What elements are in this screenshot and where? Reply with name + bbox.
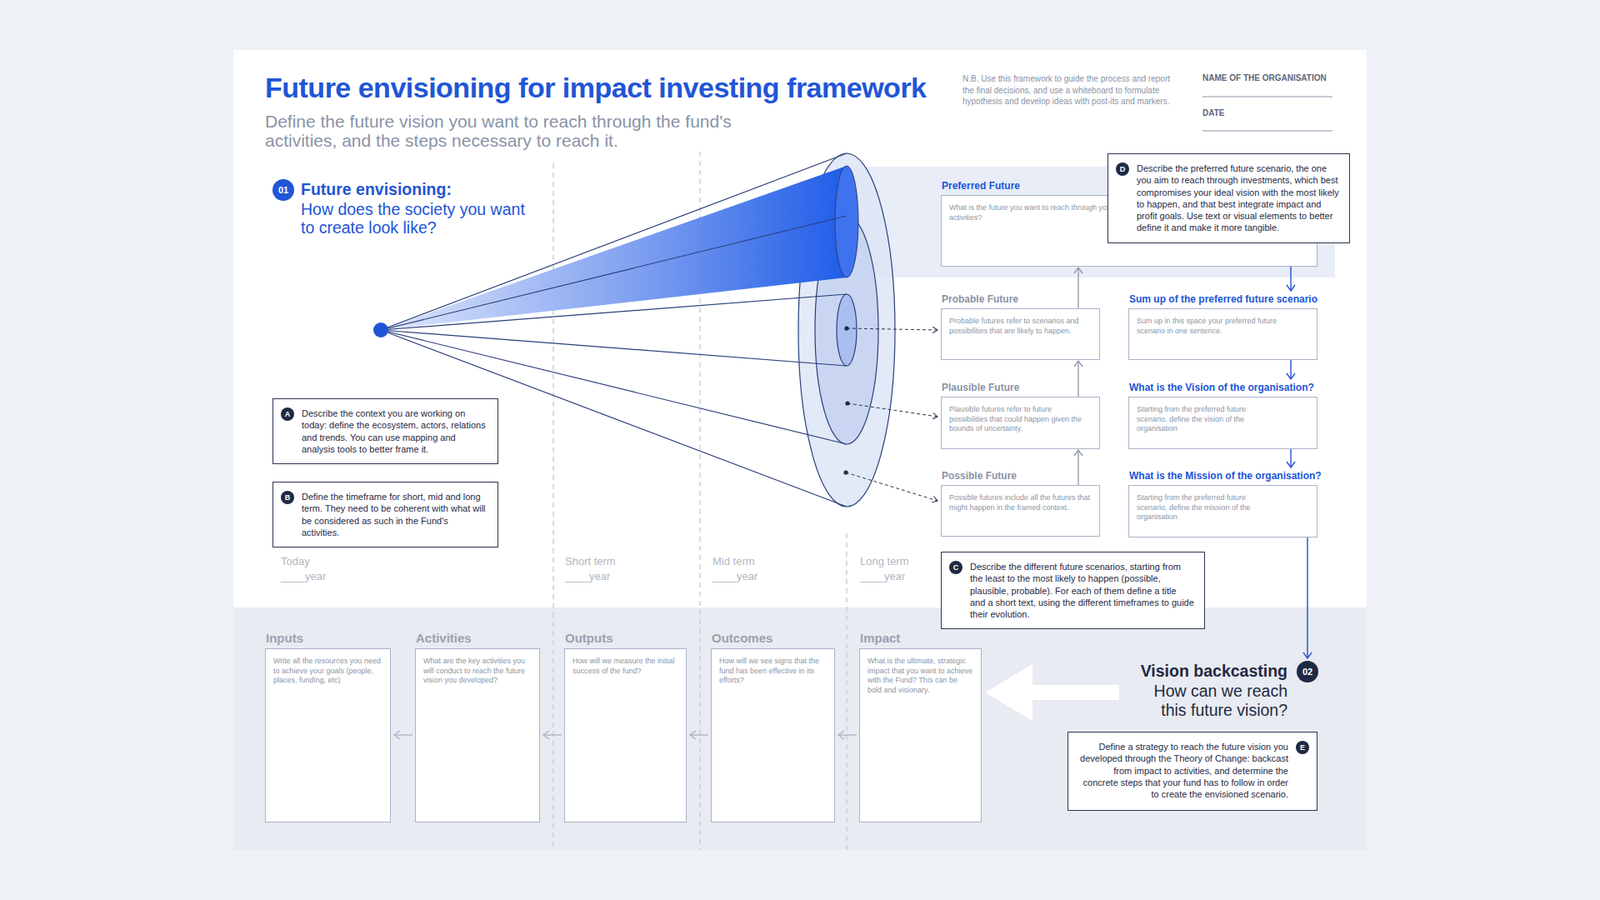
form-line bbox=[1202, 96, 1333, 98]
badge-text: A bbox=[280, 407, 295, 421]
placeholder-text: What are the key activities you will con… bbox=[415, 649, 540, 694]
callout-letter: E bbox=[1295, 740, 1310, 755]
section-heading: Vision backcasting bbox=[1087, 661, 1288, 681]
connector bbox=[1290, 449, 1292, 468]
section-question: How does the society you want to create … bbox=[300, 200, 543, 238]
box-heading: Preferred Future bbox=[941, 180, 1020, 192]
connector bbox=[1290, 360, 1292, 380]
timeline-year: ____year bbox=[860, 570, 905, 583]
placeholder-text: What is the ultimate, strategic impact t… bbox=[860, 649, 981, 704]
section-badge: 01 bbox=[272, 179, 295, 201]
timeline-year: ____year bbox=[712, 570, 758, 583]
callout-letter: A bbox=[280, 407, 295, 421]
timeline-year: ____year bbox=[565, 570, 610, 583]
connector bbox=[394, 734, 413, 735]
section-badge: 02 bbox=[1296, 660, 1319, 683]
placeholder-text: Starting from the preferred future scena… bbox=[1129, 485, 1286, 530]
field-box: OutcomesHow will we see signs that the f… bbox=[710, 648, 835, 823]
box-heading: Outputs bbox=[565, 630, 614, 645]
field-box: InputsWrite all the resources you need t… bbox=[265, 648, 391, 823]
card bbox=[233, 50, 1367, 850]
callout-box: Define a strategy to reach the future vi… bbox=[1067, 731, 1318, 811]
box-heading: Activities bbox=[415, 630, 472, 645]
callout-box: Describe the different future scenarios,… bbox=[940, 551, 1205, 630]
placeholder-text: Sum up in this space your preferred futu… bbox=[1129, 309, 1286, 344]
field-box: OutputsHow will we measure the initial s… bbox=[564, 648, 687, 823]
field-box: What is the Mission of the organisation?… bbox=[1128, 485, 1318, 538]
field-box: ActivitiesWhat are the key activities yo… bbox=[415, 648, 540, 823]
callout-text: Describe the context you are working on … bbox=[301, 407, 488, 455]
placeholder-text: Starting from the preferred future scena… bbox=[1129, 397, 1286, 442]
callout-letter: D bbox=[1115, 162, 1130, 176]
box-heading: What is the Vision of the organisation? bbox=[1129, 381, 1315, 394]
placeholder-text: Probable futures refer to scenarios and … bbox=[941, 309, 1100, 344]
connector bbox=[690, 734, 709, 735]
placeholder-text: Possible futures include all the futures… bbox=[941, 485, 1100, 520]
box-heading: Inputs bbox=[265, 630, 304, 645]
timeline-label: Mid term bbox=[712, 555, 755, 568]
placeholder-text: Plausible futures refer to future possib… bbox=[941, 397, 1100, 442]
section-question: How can we reach this future vision? bbox=[1139, 681, 1288, 720]
note: N.B. Use this framework to guide the pro… bbox=[962, 73, 1175, 108]
box-heading: Impact bbox=[860, 630, 900, 645]
box-heading: Sum up of the preferred future scenario bbox=[1129, 293, 1318, 305]
timeline-label: Long term bbox=[860, 555, 910, 568]
callout-box: Define the timeframe for short, mid and … bbox=[272, 481, 499, 548]
field-box: Plausible FuturePlausible futures refer … bbox=[940, 396, 1100, 450]
form-label: NAME OF THE ORGANISATION bbox=[1202, 73, 1327, 83]
bottom-band bbox=[233, 607, 1367, 850]
callout-box: Describe the preferred future scenario, … bbox=[1107, 153, 1350, 244]
badge-text: C bbox=[949, 560, 963, 575]
field-box: What is the Vision of the organisation?S… bbox=[1128, 396, 1318, 450]
badge-text: 01 bbox=[272, 179, 295, 201]
backcast-arrow bbox=[985, 664, 1120, 721]
connector bbox=[1077, 450, 1079, 485]
field-box: ImpactWhat is the ultimate, strategic im… bbox=[859, 648, 982, 823]
callout-text: Describe the preferred future scenario, … bbox=[1136, 162, 1340, 235]
placeholder-text: How will we see signs that the fund has … bbox=[711, 649, 835, 694]
connector bbox=[1290, 266, 1292, 291]
callout-text: Define a strategy to reach the future vi… bbox=[1078, 740, 1289, 800]
badge-text: D bbox=[1115, 162, 1130, 176]
placeholder-text: What is the future you want to reach thr… bbox=[941, 195, 1124, 230]
callout-letter: B bbox=[280, 490, 295, 505]
connector bbox=[1077, 360, 1079, 397]
field-box: Possible FuturePossible futures include … bbox=[940, 485, 1100, 537]
box-heading: Outcomes bbox=[711, 630, 773, 645]
callout-text: Describe the different future scenarios,… bbox=[970, 560, 1195, 620]
box-heading: What is the Mission of the organisation? bbox=[1129, 470, 1322, 482]
timeline-label: Today bbox=[280, 555, 310, 568]
box-heading: Possible Future bbox=[941, 470, 1017, 482]
connector bbox=[1077, 267, 1079, 309]
placeholder-text: Write all the resources you need to achi… bbox=[265, 649, 390, 694]
field-box: Probable FutureProbable futures refer to… bbox=[940, 308, 1100, 360]
badge-text: B bbox=[280, 490, 295, 505]
box-heading: Probable Future bbox=[941, 293, 1019, 305]
form-line bbox=[1202, 130, 1333, 132]
placeholder-text: How will we measure the initial success … bbox=[565, 649, 686, 684]
timeline-label: Short term bbox=[565, 555, 616, 568]
callout-text: Define the timeframe for short, mid and … bbox=[301, 490, 488, 539]
form-label: DATE bbox=[1202, 108, 1225, 118]
badge-text: E bbox=[1295, 740, 1310, 755]
box-heading: Plausible Future bbox=[941, 381, 1020, 394]
callout-box: Describe the context you are working on … bbox=[272, 398, 499, 465]
section-heading: Future envisioning: bbox=[300, 180, 452, 200]
subtitle: Define the future vision you want to rea… bbox=[265, 111, 732, 150]
connector bbox=[838, 734, 857, 735]
connector bbox=[1306, 537, 1309, 659]
field-box: Sum up of the preferred future scenarioS… bbox=[1128, 308, 1318, 360]
connector bbox=[543, 734, 562, 735]
callout-letter: C bbox=[949, 560, 963, 575]
timeline-year: ____year bbox=[280, 570, 326, 583]
title: Future envisioning for impact investing … bbox=[265, 71, 927, 105]
badge-text: 02 bbox=[1296, 660, 1319, 683]
